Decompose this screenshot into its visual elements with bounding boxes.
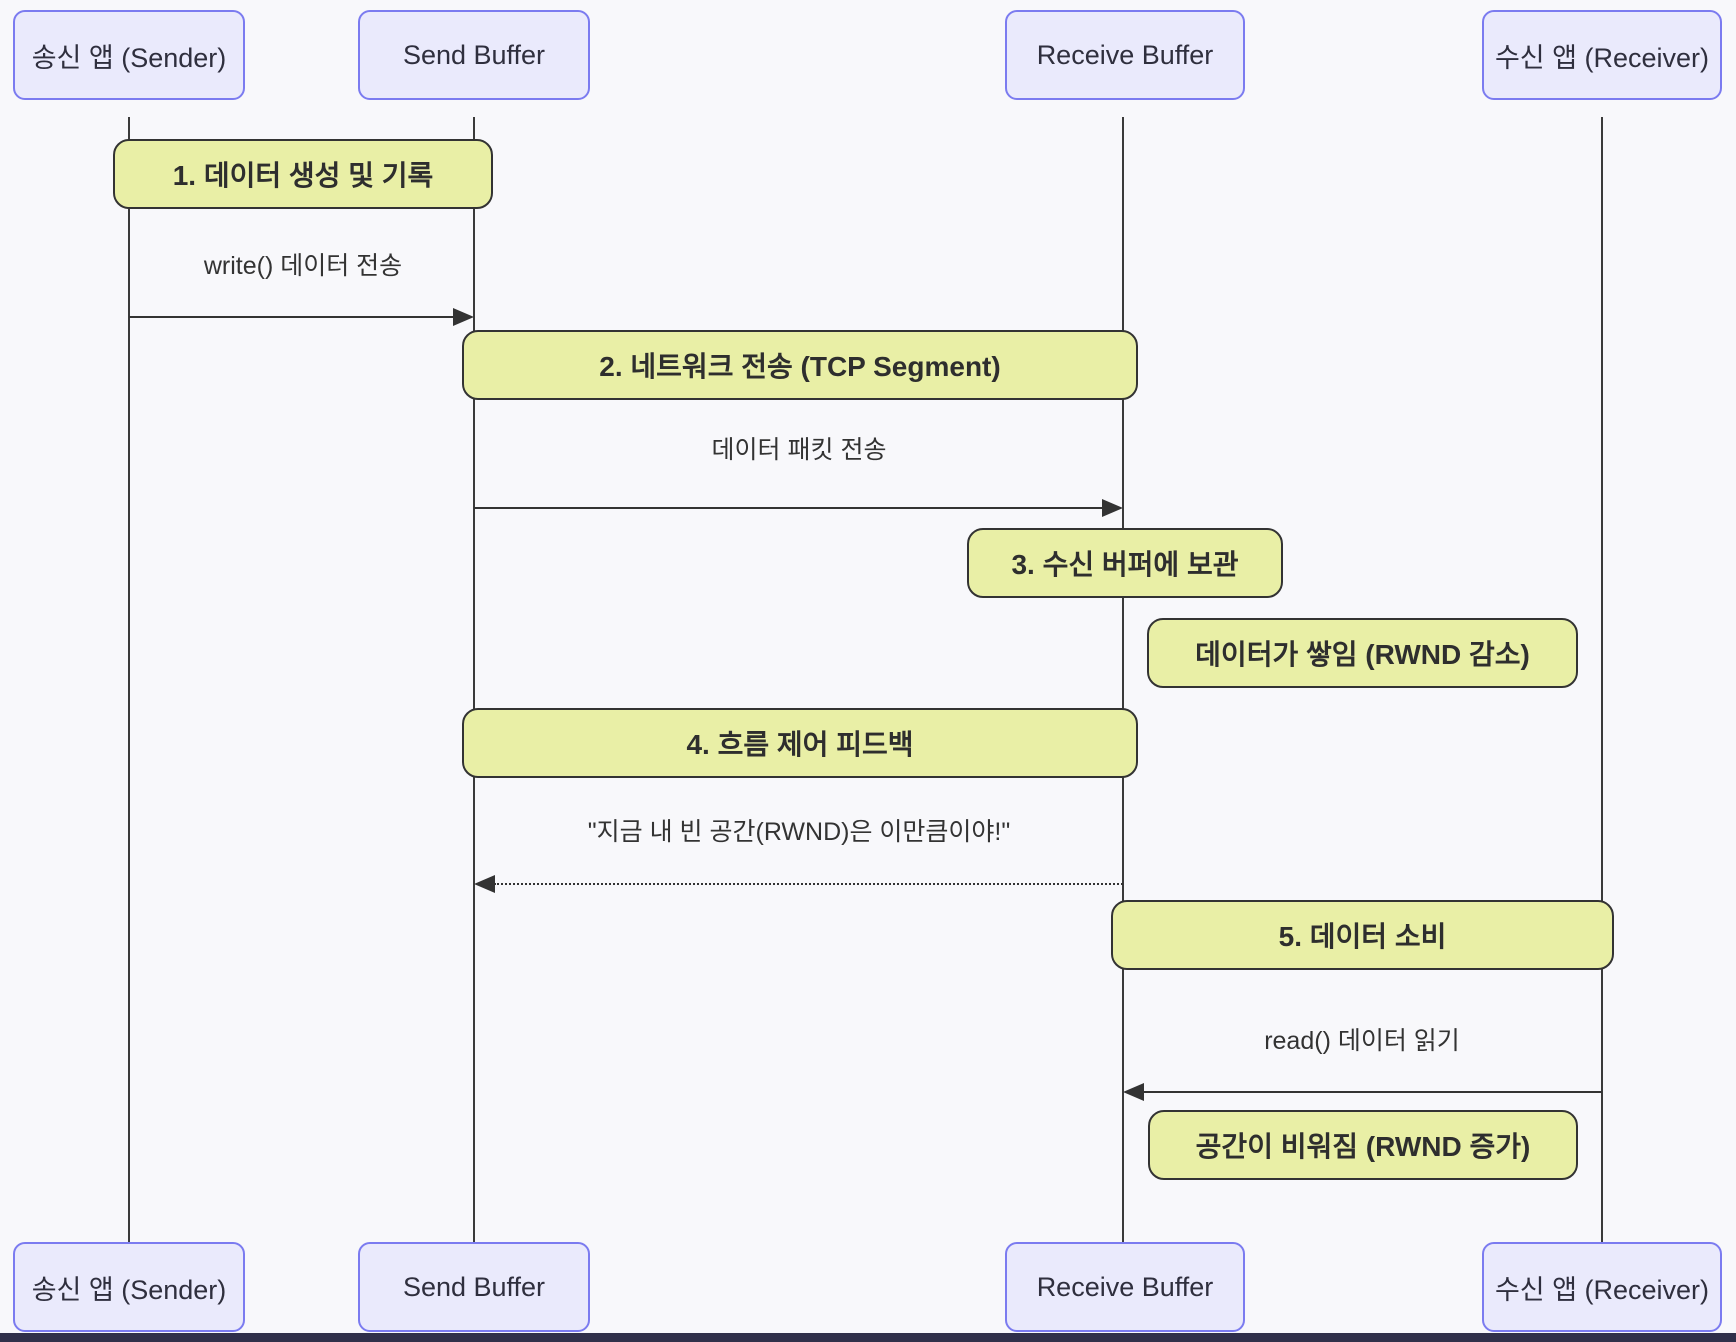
note-label: 공간이 비워짐 (RWND 증가) xyxy=(1195,1131,1531,1162)
actor-sender-bottom: 송신 앱 (Sender) xyxy=(13,1242,245,1332)
note-rwnd-decrease: 데이터가 쌓임 (RWND 감소) xyxy=(1147,618,1578,688)
note-label: 5. 데이터 소비 xyxy=(1278,921,1447,952)
actor-receive-buffer-bottom: Receive Buffer xyxy=(1005,1242,1245,1332)
actor-send-buffer-top: Send Buffer xyxy=(358,10,590,100)
note-label: 2. 네트워크 전송 (TCP Segment) xyxy=(599,351,1001,382)
arrowhead-right-icon xyxy=(1102,499,1123,517)
actor-label: 수신 앱 (Receiver) xyxy=(1494,42,1710,73)
lifeline-send-buffer xyxy=(473,117,475,1242)
actor-send-buffer-bottom: Send Buffer xyxy=(358,1242,590,1332)
message-line-read xyxy=(1143,1091,1602,1093)
actor-label: 송신 앱 (Sender) xyxy=(31,42,227,73)
actor-receiver-top: 수신 앱 (Receiver) xyxy=(1482,10,1722,100)
arrowhead-right-icon xyxy=(453,308,474,326)
note-label: 1. 데이터 생성 및 기록 xyxy=(172,160,434,191)
actor-label: 수신 앱 (Receiver) xyxy=(1494,1274,1710,1305)
note-label: 데이터가 쌓임 (RWND 감소) xyxy=(1195,639,1530,670)
actor-label: Receive Buffer xyxy=(1036,39,1214,70)
message-line-feedback xyxy=(494,883,1123,885)
note-step4: 4. 흐름 제어 피드백 xyxy=(462,708,1138,778)
actor-sender-top: 송신 앱 (Sender) xyxy=(13,10,245,100)
message-label-feedback: "지금 내 빈 공간(RWND)은 이만큼이야!" xyxy=(587,818,1011,846)
note-label: 4. 흐름 제어 피드백 xyxy=(686,729,914,760)
actor-receive-buffer-top: Receive Buffer xyxy=(1005,10,1245,100)
note-step1: 1. 데이터 생성 및 기록 xyxy=(113,139,493,209)
arrowhead-left-icon xyxy=(474,875,495,893)
message-label-write: write() 데이터 전송 xyxy=(203,252,403,280)
note-step3: 3. 수신 버퍼에 보관 xyxy=(967,528,1283,598)
note-step5: 5. 데이터 소비 xyxy=(1111,900,1614,970)
lifeline-sender xyxy=(128,117,130,1242)
actor-label: Send Buffer xyxy=(402,39,546,70)
note-step2: 2. 네트워크 전송 (TCP Segment) xyxy=(462,330,1138,400)
message-label-read: read() 데이터 읽기 xyxy=(1264,1027,1460,1055)
note-rwnd-increase: 공간이 비워짐 (RWND 증가) xyxy=(1148,1110,1578,1180)
actor-label: Send Buffer xyxy=(402,1271,546,1302)
arrowhead-left-icon xyxy=(1123,1083,1144,1101)
actor-label: Receive Buffer xyxy=(1036,1271,1214,1302)
message-line-write xyxy=(129,316,458,318)
note-label: 3. 수신 버퍼에 보관 xyxy=(1011,549,1239,580)
lifeline-receiver xyxy=(1601,117,1603,1242)
actor-receiver-bottom: 수신 앱 (Receiver) xyxy=(1482,1242,1722,1332)
actor-label: 송신 앱 (Sender) xyxy=(31,1274,227,1305)
message-line-packet xyxy=(474,507,1105,509)
lifeline-receive-buffer xyxy=(1122,117,1124,1242)
window-bottom-edge xyxy=(0,1333,1736,1342)
message-label-packet: 데이터 패킷 전송 xyxy=(711,436,887,464)
